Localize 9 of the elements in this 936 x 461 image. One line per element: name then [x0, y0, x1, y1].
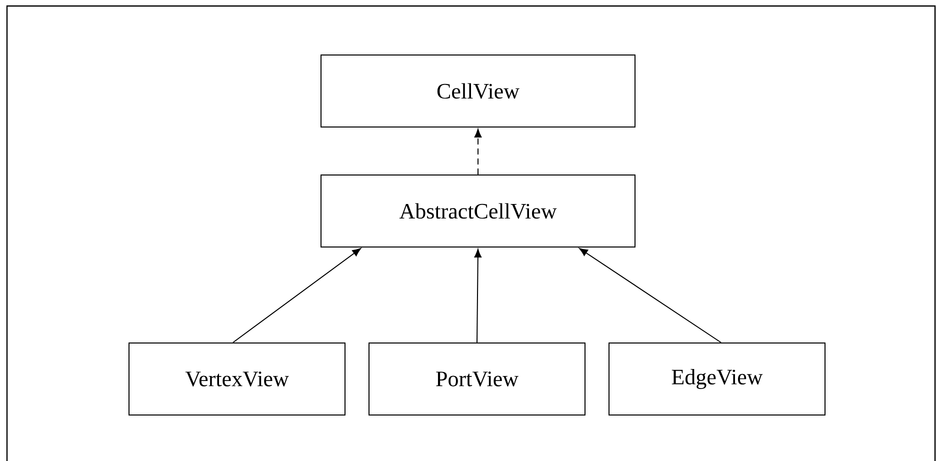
- class-box: AbstractCellView: [320, 174, 636, 248]
- arrow: [232, 248, 361, 343]
- arrow: [474, 128, 482, 175]
- arrow: [579, 248, 722, 343]
- arrow: [474, 248, 482, 343]
- class-box: CellView: [320, 54, 636, 128]
- class-box: EdgeView: [608, 342, 826, 416]
- class-box: VertexView: [128, 342, 346, 416]
- class-box: PortView: [368, 342, 586, 416]
